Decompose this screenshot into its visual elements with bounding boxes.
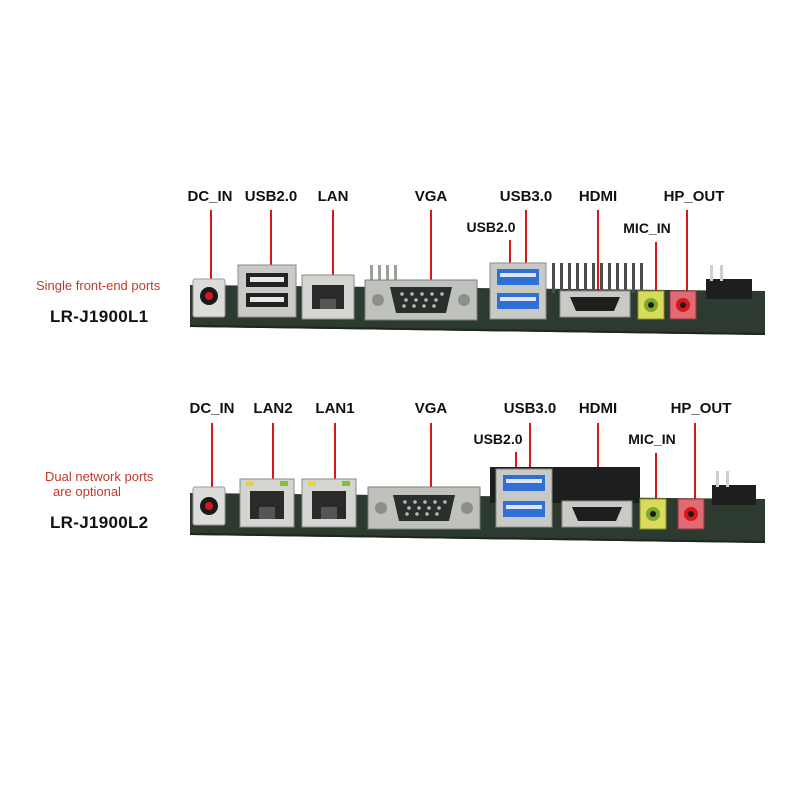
label-dc-in: DC_IN xyxy=(187,188,233,205)
pointer-dc-in xyxy=(211,423,213,501)
label-hp-out: HP_OUT xyxy=(670,400,732,417)
label-usb2-small: USB2.0 xyxy=(473,431,523,447)
label-lan: LAN xyxy=(317,188,349,205)
label-mic-in: MIC_IN xyxy=(623,220,671,236)
pointer-lan xyxy=(332,210,334,295)
note-line: are optional xyxy=(53,484,121,499)
pointer-lan1 xyxy=(334,423,336,505)
pointer-mic-in xyxy=(655,453,657,515)
note-line: Dual network ports xyxy=(45,469,154,484)
pointer-usb3 xyxy=(525,210,527,302)
label-mic-in: MIC_IN xyxy=(628,431,676,447)
label-hdmi: HDMI xyxy=(578,188,618,205)
label-hp-out: HP_OUT xyxy=(663,188,725,205)
pointer-usb2 xyxy=(270,210,272,298)
label-lan2: LAN2 xyxy=(253,400,293,417)
motherboard-image xyxy=(190,255,765,335)
board-panel-l2: Dual network ports are optional LR-J1900… xyxy=(0,385,800,595)
label-usb2-small: USB2.0 xyxy=(466,219,516,235)
note-line: Single front-end ports xyxy=(36,278,161,293)
label-hdmi: HDMI xyxy=(578,400,618,417)
model-name: LR-J1900L1 xyxy=(50,307,149,326)
pointer-dc-in xyxy=(210,210,212,292)
pointer-vga xyxy=(430,423,432,505)
pointer-hp-out xyxy=(694,423,696,515)
pointer-mic-in xyxy=(655,242,657,302)
label-usb2: USB2.0 xyxy=(244,188,298,205)
label-usb3: USB3.0 xyxy=(499,188,553,205)
motherboard-image xyxy=(190,463,765,543)
pointer-lan2 xyxy=(272,423,274,505)
board-note: Single front-end ports xyxy=(36,278,160,293)
label-dc-in: DC_IN xyxy=(189,400,235,417)
label-vga: VGA xyxy=(414,188,448,205)
pointer-usb2-small xyxy=(509,240,511,278)
label-usb3: USB3.0 xyxy=(503,400,557,417)
label-lan1: LAN1 xyxy=(315,400,355,417)
board-panel-l1: Single front-end ports LR-J1900L1 DC_IN … xyxy=(0,170,800,380)
model-name: LR-J1900L2 xyxy=(50,513,149,532)
pointer-hdmi xyxy=(597,210,599,302)
board-note: Dual network ports are optional xyxy=(45,469,153,499)
pointer-hp-out xyxy=(686,210,688,302)
pointer-vga xyxy=(430,210,432,298)
label-vga: VGA xyxy=(414,400,448,417)
